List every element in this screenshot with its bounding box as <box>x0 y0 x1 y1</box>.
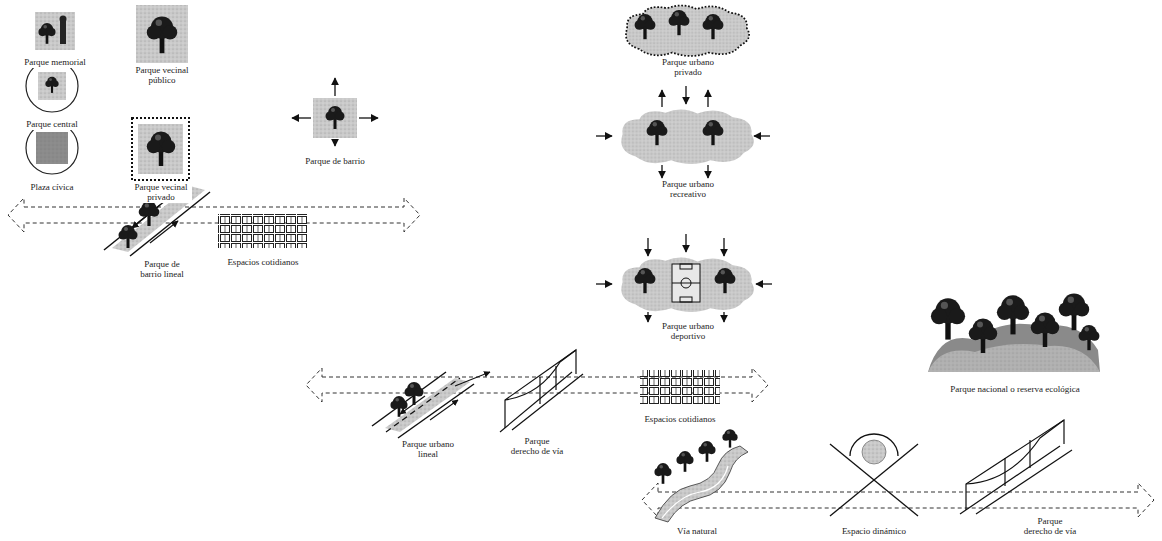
park-label-text: Parque de barrio lineal <box>133 260 191 280</box>
park-label-text: Plaza cívica <box>28 183 75 193</box>
park-label-text: Parque central <box>24 120 80 130</box>
park-type-label: Espacios cotidianos <box>630 408 730 426</box>
park-type-label: Parque derecho de vía <box>508 437 566 458</box>
park-label-text: Parque memorial <box>22 58 88 68</box>
park-label-text: Espacios cotidianos <box>642 415 717 425</box>
park-label-text: Parque urbano recreativo <box>656 180 720 200</box>
park-label-text: Parque vecinal público <box>131 66 193 86</box>
park-label-text: Parque vecinal privado <box>130 183 192 203</box>
park-type-label: Plaza cívica <box>14 176 90 194</box>
park-type-label: Parque de barrio lineal <box>133 260 191 281</box>
park-type-label: Parque memorial <box>17 51 93 69</box>
park-label-text: Parque derecho de vía <box>1021 517 1079 537</box>
park-label-text: Parque nacional o reserva ecológica <box>948 385 1081 395</box>
park-type-label: Parque nacional o reserva ecológica <box>905 378 1125 396</box>
park-type-label: Parque vecinal privado <box>130 183 192 204</box>
park-label-text: Parque derecho de vía <box>508 437 566 457</box>
park-type-label: Espacios cotidianos <box>213 251 313 269</box>
park-type-label: Parque urbano recreativo <box>656 180 720 201</box>
park-label-text: Vía natural <box>675 527 719 537</box>
park-type-label: Parque central <box>14 113 90 131</box>
park-label-text: Espacio dinámico <box>840 527 908 537</box>
park-type-label: Parque de barrio <box>290 150 380 168</box>
park-label-text: Espacios cotidianos <box>225 258 300 268</box>
park-label-text: Parque de barrio <box>303 157 366 167</box>
park-label-text: Parque urbano privado <box>656 58 720 78</box>
park-label-text: Parque urbano deportivo <box>656 322 720 342</box>
park-type-label: Parque urbano privado <box>656 58 720 79</box>
park-type-label: Parque derecho de vía <box>1021 517 1079 538</box>
park-type-label: Espacio dinámico <box>834 520 914 538</box>
park-type-label: Parque urbano deportivo <box>656 322 720 343</box>
park-type-label: Parque urbano lineal <box>399 440 457 461</box>
park-type-label: Vía natural <box>662 520 732 538</box>
park-type-label: Parque vecinal público <box>131 66 193 87</box>
park-label-text: Parque urbano lineal <box>399 440 457 460</box>
